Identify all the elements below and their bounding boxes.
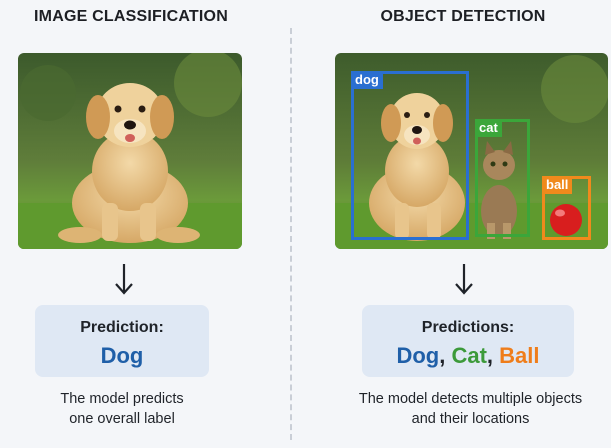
arrow-down-icon	[112, 262, 136, 296]
prediction-value: Dog	[100, 343, 144, 368]
dog-bounding-box: dog	[351, 71, 469, 240]
arrow-down-icon	[452, 262, 476, 296]
detection-image: dog cat ball	[335, 53, 608, 249]
prediction-separator: ,	[486, 343, 500, 368]
classification-image	[18, 53, 242, 249]
cat-bounding-box: cat	[475, 119, 530, 237]
caption-line: The model predicts	[60, 391, 184, 407]
classification-prediction-box: Prediction: Dog	[35, 305, 209, 377]
caption-line: and their locations	[411, 411, 530, 427]
detection-title: OBJECT DETECTION	[380, 8, 546, 25]
detection-caption: The model detects multiple objects and t…	[330, 389, 611, 429]
classification-title: IMAGE CLASSIFICATION	[34, 8, 228, 25]
detection-prediction-box: Predictions: Dog, Cat, Ball	[362, 305, 574, 377]
prediction-ball: Ball	[499, 343, 540, 368]
panel-divider	[290, 28, 292, 440]
predictions-values: Dog, Cat, Ball	[362, 343, 574, 369]
caption-line: The model detects multiple objects	[358, 391, 583, 407]
ball-box-label: ball	[542, 176, 573, 194]
prediction-title: Prediction:	[80, 319, 164, 336]
cat-box-label: cat	[475, 119, 502, 137]
ball-bounding-box: ball	[542, 176, 591, 240]
predictions-title: Predictions:	[421, 319, 515, 336]
dog-box-label: dog	[351, 71, 383, 89]
prediction-cat: Cat	[451, 343, 487, 368]
caption-line: one overall label	[69, 411, 175, 427]
classification-caption: The model predicts one overall label	[0, 389, 244, 429]
prediction-dog: Dog	[396, 343, 440, 368]
prediction-separator: ,	[439, 343, 452, 368]
